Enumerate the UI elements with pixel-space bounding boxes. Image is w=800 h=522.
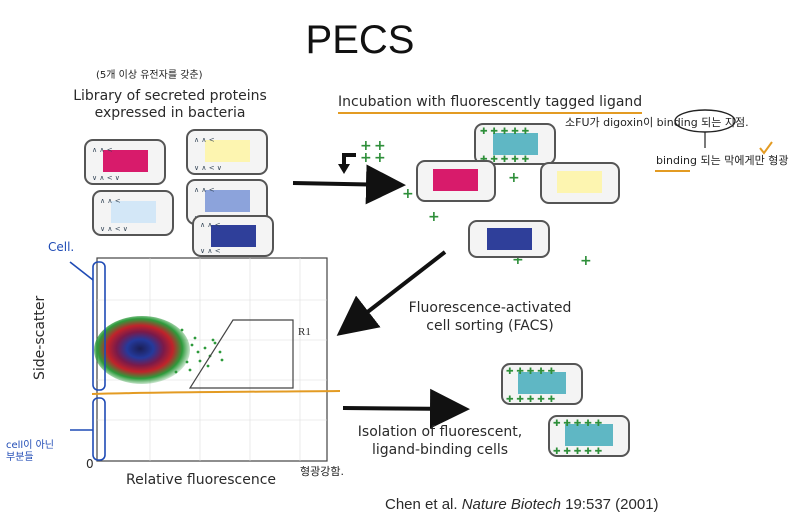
incubation-label: Incubation with fluorescently tagged lig… (338, 94, 643, 110)
incubated-cell-magenta (416, 160, 496, 202)
arrow-to-facs (336, 250, 447, 336)
svg-text:✚ ✚ ✚ ✚ ✚: ✚ ✚ ✚ ✚ ✚ (480, 155, 530, 165)
incubated-cell-teal: ✚ ✚ ✚ ✚ ✚ ✚ ✚ ✚ ✚ ✚ (474, 123, 556, 165)
incubation-note-2: binding 되는 막에게만 형광 (656, 154, 789, 167)
bent-arrow-icon (342, 153, 356, 168)
facs-plot (94, 257, 328, 462)
citation-ref: 19:537 (2001) (565, 496, 659, 513)
library-label: Library of secreted proteins expressed i… (73, 88, 267, 121)
y-axis-label: Side-scatter (32, 295, 48, 380)
threshold-line (91, 390, 341, 395)
annotation-cell: Cell. (48, 240, 75, 254)
svg-text:+: + (508, 170, 520, 186)
isolation-label: Isolation of fluorescent, ligand-binding… (357, 424, 523, 458)
arrow-to-isolation (342, 388, 470, 429)
incubated-cell-yellow (540, 162, 620, 204)
svg-text:+: + (428, 209, 440, 225)
library-cell-yellow: ∧ ∧ < ∨ ∧ < ∨ (186, 129, 268, 175)
citation: Chen et al. Nature Biotech 19:537 (2001) (385, 496, 659, 513)
svg-text:∧ ∧ <: ∧ ∧ < (92, 146, 113, 154)
annotation-fluorescence: 형광강함. (300, 465, 344, 478)
svg-text:+: + (360, 138, 372, 154)
cell-population-density (94, 316, 190, 384)
page-title: PECS (305, 18, 415, 62)
svg-text:∧ ∧ <: ∧ ∧ < (100, 197, 121, 205)
svg-text:+: + (580, 253, 592, 269)
annotation-not-cell: cell이 아닌 부분들 (6, 440, 54, 463)
citation-authors: Chen et al. (385, 496, 458, 513)
arrow-to-incubation (292, 164, 406, 205)
gate-label: R1 (298, 326, 311, 338)
svg-text:✚ ✚ ✚ ✚ ✚: ✚ ✚ ✚ ✚ ✚ (506, 395, 556, 405)
cell-bracket (69, 261, 106, 461)
incubation-note-1: 소FU가 digoxin이 binding 되는 지점. (565, 116, 749, 129)
svg-text:✚ ✚ ✚ ✚ ✚: ✚ ✚ ✚ ✚ ✚ (553, 447, 603, 457)
x-axis-label: Relative fluorescence (126, 472, 277, 488)
svg-text:+: + (374, 138, 386, 154)
check-icon (759, 141, 773, 155)
svg-text:+: + (374, 150, 386, 166)
svg-text:∨ ∧ <: ∨ ∧ < (200, 247, 221, 255)
isolated-cell-2: ✚ ✚ ✚ ✚ ✚ ✚ ✚ ✚ ✚ ✚ (548, 415, 630, 457)
library-cell-lightblue: ∧ ∧ < ∨ ∧ < ∨ (92, 190, 174, 236)
svg-text:∧ ∧ <: ∧ ∧ < (200, 221, 221, 229)
svg-text:✚ ✚ ✚ ✚ ✚: ✚ ✚ ✚ ✚ ✚ (480, 127, 530, 137)
library-cell-navy: ∧ ∧ < ∨ ∧ < (192, 215, 274, 257)
svg-text:∨ ∧ < ∨: ∨ ∧ < ∨ (92, 174, 120, 182)
svg-text:∨ ∧ < ∨: ∨ ∧ < ∨ (194, 164, 222, 172)
svg-text:+: + (512, 252, 524, 268)
library-note: (5개 이상 유전자를 갖춘) (96, 70, 203, 81)
svg-text:+: + (360, 150, 372, 166)
svg-text:∧ ∧ <: ∧ ∧ < (194, 186, 215, 194)
svg-text:✚ ✚ ✚ ✚ ✚: ✚ ✚ ✚ ✚ ✚ (506, 367, 556, 377)
svg-text:✚ ✚ ✚ ✚ ✚: ✚ ✚ ✚ ✚ ✚ (553, 419, 603, 429)
svg-text:∧ ∧ <: ∧ ∧ < (194, 136, 215, 144)
gate-r1 (188, 319, 294, 389)
library-cell-magenta: ∧ ∧ < ∨ ∧ < ∨ (84, 139, 166, 185)
svg-text:∨ ∧ < ∨: ∨ ∧ < ∨ (100, 225, 128, 233)
citation-journal: Nature Biotech (461, 496, 561, 513)
origin-label: 0 (86, 457, 94, 471)
svg-text:+: + (402, 186, 414, 202)
incubated-cell-navy (468, 220, 550, 258)
facs-label: Fluorescence-activated cell sorting (FAC… (408, 300, 572, 334)
isolated-cell-1: ✚ ✚ ✚ ✚ ✚ ✚ ✚ ✚ ✚ ✚ (501, 363, 583, 405)
